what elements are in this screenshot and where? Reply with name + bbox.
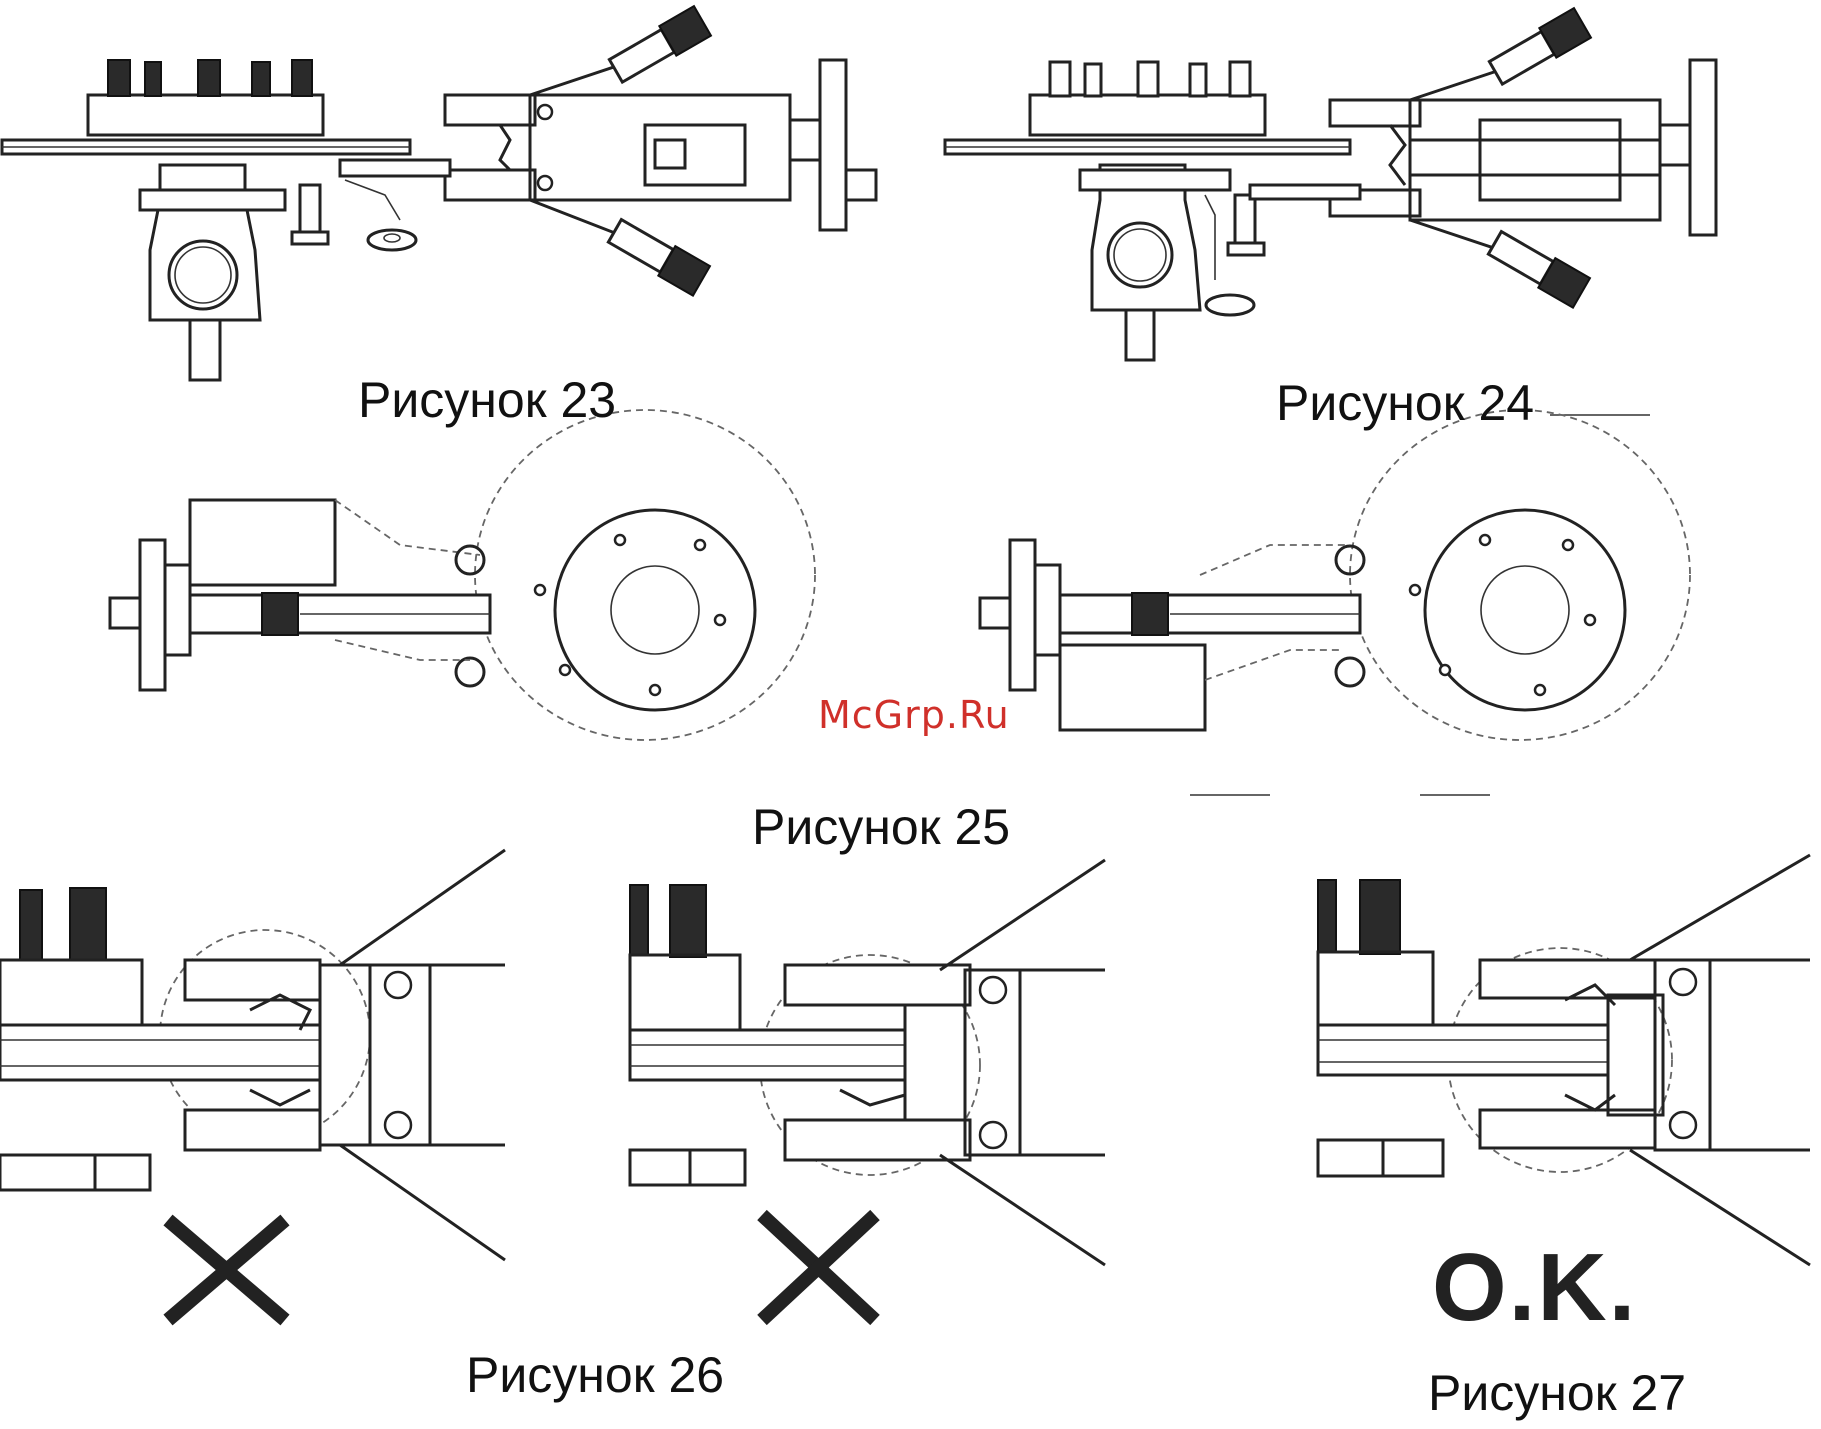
watermark: McGrp.Ru (818, 696, 1010, 734)
ok-verdict-label: O.K. (1432, 1240, 1637, 1336)
figure-26-a-drawing (0, 850, 505, 1320)
cross-icon (762, 1215, 875, 1320)
figure-27-caption: Рисунок 27 (1428, 1368, 1686, 1418)
figure-23-drawing (2, 6, 876, 380)
figure-25-caption: Рисунок 25 (752, 802, 1010, 852)
figure-24-drawing (945, 8, 1716, 415)
figure-26-b-drawing (630, 860, 1105, 1320)
figure-25-left-drawing (110, 410, 815, 740)
figure-26-caption: Рисунок 26 (466, 1350, 724, 1400)
figure-23-caption: Рисунок 23 (358, 375, 616, 425)
figure-25-right-drawing (980, 410, 1690, 795)
cross-icon (168, 1220, 285, 1320)
figure-27-drawing (1318, 855, 1810, 1265)
figure-24-caption: Рисунок 24 (1276, 378, 1534, 428)
